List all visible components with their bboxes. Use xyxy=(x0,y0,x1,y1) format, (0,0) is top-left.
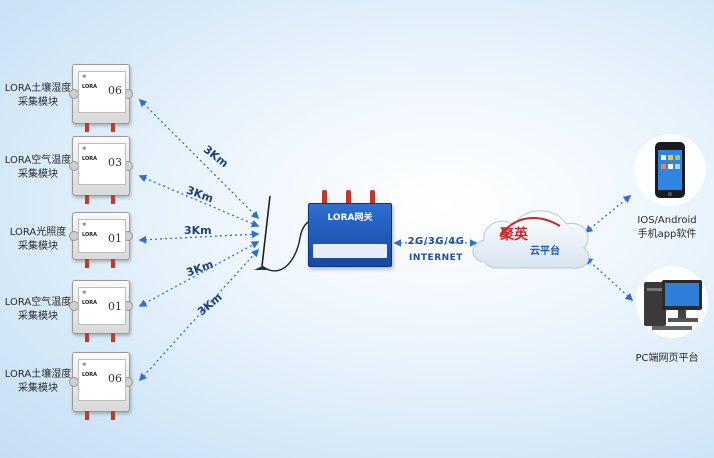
module-1-model: LORA xyxy=(82,84,97,90)
module-3-number: 01 xyxy=(108,232,122,245)
module-3-model: LORA xyxy=(82,232,97,238)
module-4-label-line1: LORA空气温度 xyxy=(4,297,72,308)
module-2-model: LORA xyxy=(82,156,97,162)
module-5-label-line1: LORA土壤湿度 xyxy=(4,369,72,380)
module-1-device: ✲ LORA 06 xyxy=(69,64,133,132)
module-4-model: LORA xyxy=(82,300,97,306)
desktop-computer-icon xyxy=(636,266,708,338)
module-4-label-line2: 采集模块 xyxy=(18,311,58,322)
network-label-line2: INTERNET xyxy=(409,253,463,263)
pc-client-label: PC端网页平台 xyxy=(620,352,714,366)
module-1-logo-icon: ✲ xyxy=(82,74,87,80)
module-3-logo-icon: ✲ xyxy=(82,222,87,228)
module-1-label: LORA土壤湿度 采集模块 xyxy=(2,82,74,110)
mobile-client-label: IOS/Android 手机app软件 xyxy=(620,214,714,242)
module-2-device: ✲ LORA 03 xyxy=(69,136,133,204)
module-3-label: LORA光照度 采集模块 xyxy=(2,226,74,254)
module-2-label-line2: 采集模块 xyxy=(18,169,58,180)
module-4-device: ✲ LORA 01 xyxy=(69,280,133,342)
antenna-icon xyxy=(254,195,315,272)
module-5-label-line2: 采集模块 xyxy=(18,383,58,394)
network-label-line1: 2G/3G/4G xyxy=(407,236,465,247)
module-1-label-line2: 采集模块 xyxy=(18,97,58,108)
module-5-number: 06 xyxy=(108,372,122,385)
module-5-logo-icon: ✲ xyxy=(82,362,87,368)
module-2-label: LORA空气温度 采集模块 xyxy=(2,154,74,182)
mobile-client-label-line1: IOS/Android xyxy=(637,215,697,226)
distance-label-3: 3Km xyxy=(184,224,212,237)
gateway-title: LORA网关 xyxy=(327,213,373,223)
module-3-label-line1: LORA光照度 xyxy=(9,227,67,238)
module-5-model: LORA xyxy=(82,372,97,378)
cloud-label: 云平台 xyxy=(530,246,560,257)
module-5-label: LORA土壤湿度 采集模块 xyxy=(2,368,74,396)
smartphone-icon xyxy=(634,134,706,206)
module-2-logo-icon: ✲ xyxy=(82,146,87,152)
link-cloud-pc xyxy=(584,256,634,302)
module-5-device: ✲ LORA 06 xyxy=(69,352,133,420)
module-2-label-line1: LORA空气温度 xyxy=(4,155,72,166)
link-module-2 xyxy=(138,174,260,228)
module-1-label-line1: LORA土壤湿度 xyxy=(4,83,72,94)
module-1-number: 06 xyxy=(108,84,122,97)
module-4-logo-icon: ✲ xyxy=(82,290,87,296)
cloud-icon xyxy=(472,210,590,269)
lora-gateway-device: LORA网关 xyxy=(308,203,392,267)
module-4-label: LORA空气温度 采集模块 xyxy=(2,296,74,324)
link-module-5 xyxy=(138,248,260,382)
mobile-client-label-line2: 手机app软件 xyxy=(637,229,697,240)
module-4-number: 01 xyxy=(108,300,122,313)
cloud-logo: 聚英 xyxy=(500,227,528,243)
pc-client-label-line1: PC端网页平台 xyxy=(635,353,699,364)
module-2-number: 03 xyxy=(108,156,122,169)
gateway-port-strip xyxy=(313,244,387,258)
network-label: 2G/3G/4G INTERNET xyxy=(394,236,478,263)
module-3-device: ✲ LORA 01 xyxy=(69,212,133,268)
module-3-label-line2: 采集模块 xyxy=(18,241,58,252)
